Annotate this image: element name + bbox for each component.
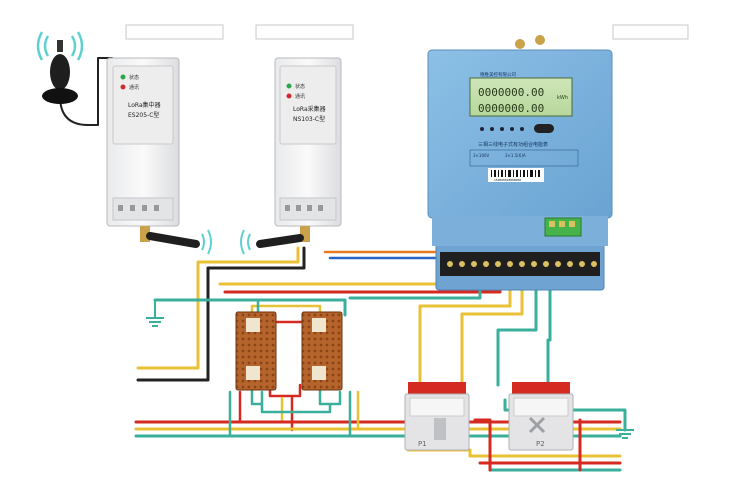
current-transformer-p2: P2 [508,382,574,451]
lora-concentrator: 状态 通讯 LoRa集中器 ES205-C型 [106,57,212,255]
concentrator-led-comm-label: 通讯 [129,84,139,91]
meter-optical-port [534,124,554,133]
collector-led-status-label: 状态 [295,83,305,90]
ground-symbol-right [616,429,634,439]
collector-title: LoRa采集器 [293,105,326,113]
collector-model: NS103-C型 [293,115,325,123]
collector-led-comm-label: 通讯 [295,93,305,100]
ct-p2-label: P2 [536,440,545,448]
led-status-collector [286,83,292,89]
led-comm-collector [286,93,292,99]
label-box-2 [255,24,354,40]
meter-company: 德胜美控有限公司 [480,71,516,78]
meter-name: 三相三线电子式有功组合电能表 [478,141,548,148]
meter-spec-voltage: 3×100V [473,153,490,158]
antenna-puck [36,31,84,104]
label-box-1 [125,24,224,40]
current-transformer-p1: P1 [404,382,470,451]
meter-barcode-number: 159000018000000 [494,178,521,182]
meter-lcd [469,77,573,117]
lora-collector: 状态 通讯 LoRa采集器 NS103-C型 [240,57,342,255]
led-comm-concentrator [120,84,126,90]
label-box-3 [612,24,689,40]
lcd-row1: 0000000.00 [478,86,544,99]
potential-transformer-1 [235,311,277,391]
lcd-row2: 0000000.00 [478,102,544,115]
potential-transformer-2 [301,311,343,391]
concentrator-model: ES205-C型 [128,111,159,119]
concentrator-title: LoRa集中器 [128,101,161,109]
concentrator-led-status-label: 状态 [129,74,139,81]
ground-symbol-left [146,317,164,327]
ct-p1-label: P1 [418,440,427,448]
led-status-concentrator [120,74,126,80]
meter-spec-current: 3×1.5(6)A [505,153,526,158]
lcd-unit: kWh [557,95,568,101]
energy-meter: 德胜美控有限公司 0000000.00 0000000.00 kWh 三相三线电… [427,35,613,291]
